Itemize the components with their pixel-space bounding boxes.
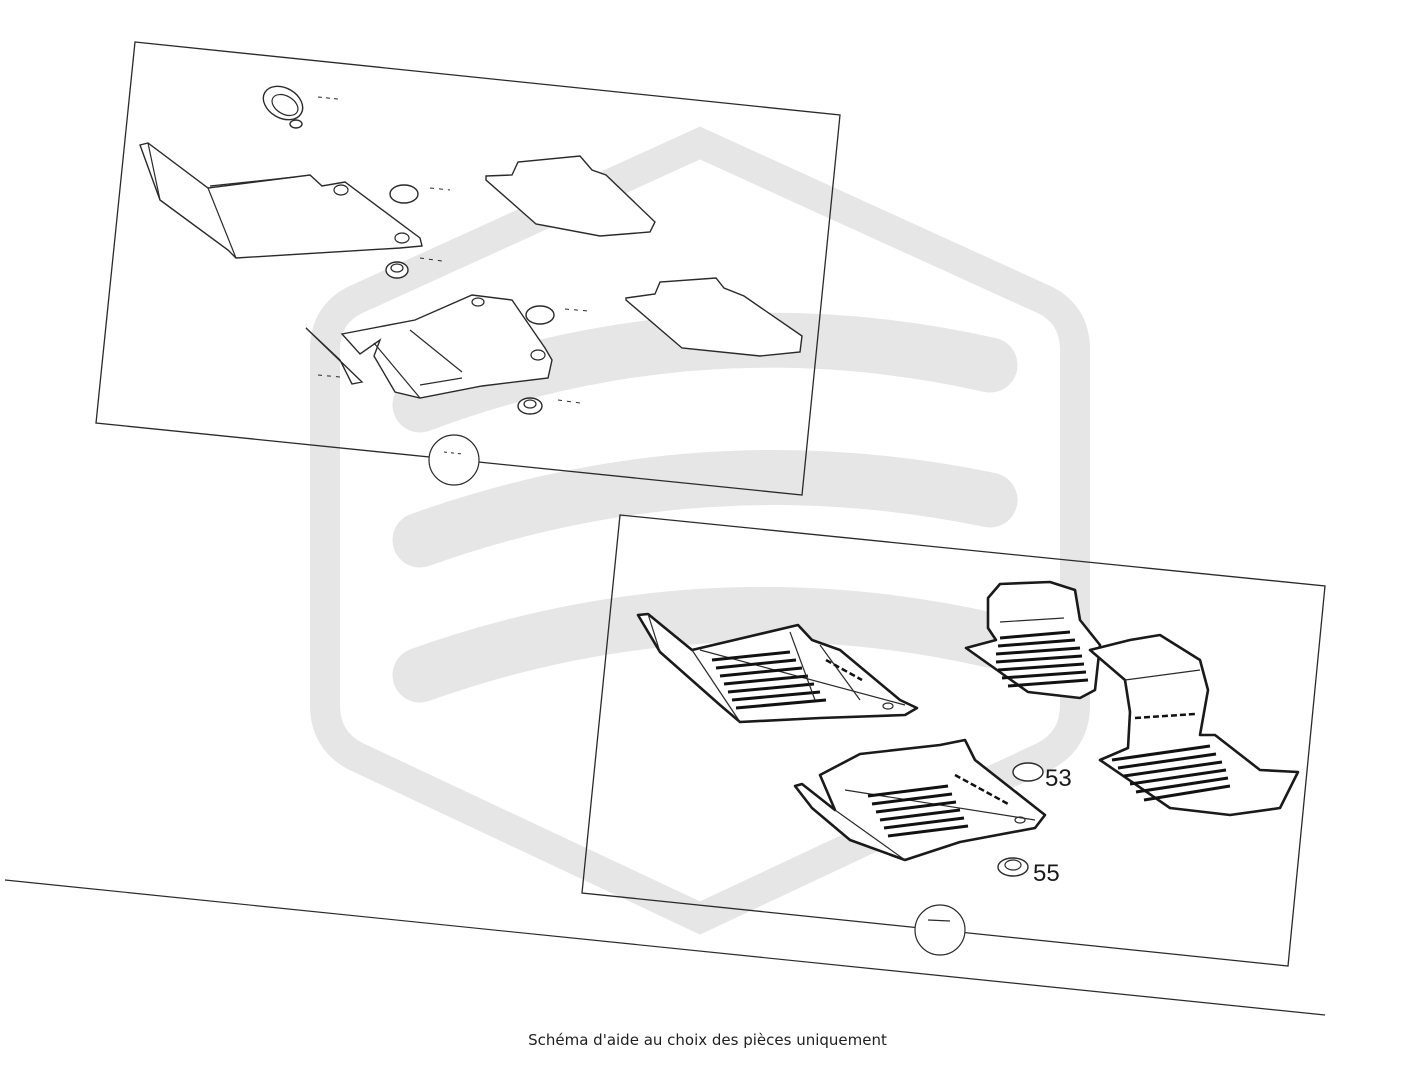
rear-left-textile-mat xyxy=(625,277,803,357)
front-left-textile-mat xyxy=(139,142,423,259)
clip-parts-lower xyxy=(517,305,589,415)
reference-circle-upper xyxy=(428,434,480,486)
textile-mats-panel xyxy=(95,41,841,496)
part-53-cap[interactable] xyxy=(1012,762,1044,782)
baseline xyxy=(4,879,1326,1016)
clip-parts-upper xyxy=(385,184,451,279)
rear-right-rubber-mat xyxy=(964,580,1102,700)
part-55-clip[interactable] xyxy=(997,857,1029,877)
rear-left-rubber-mat xyxy=(1088,633,1300,817)
rubber-mats-panel: 53 55 xyxy=(581,514,1326,967)
diagram-caption: Schéma d'aide au choix des pièces unique… xyxy=(528,1031,887,1049)
front-left-rubber-mat xyxy=(636,612,919,724)
front-right-textile-mat xyxy=(305,294,553,399)
reference-circle-lower xyxy=(914,904,966,956)
front-right-rubber-mat xyxy=(793,738,1047,862)
callout-53: 53 xyxy=(1045,765,1072,792)
oval-clip-part xyxy=(262,85,339,129)
callout-55: 55 xyxy=(1033,860,1060,887)
rear-right-textile-mat xyxy=(485,155,656,237)
